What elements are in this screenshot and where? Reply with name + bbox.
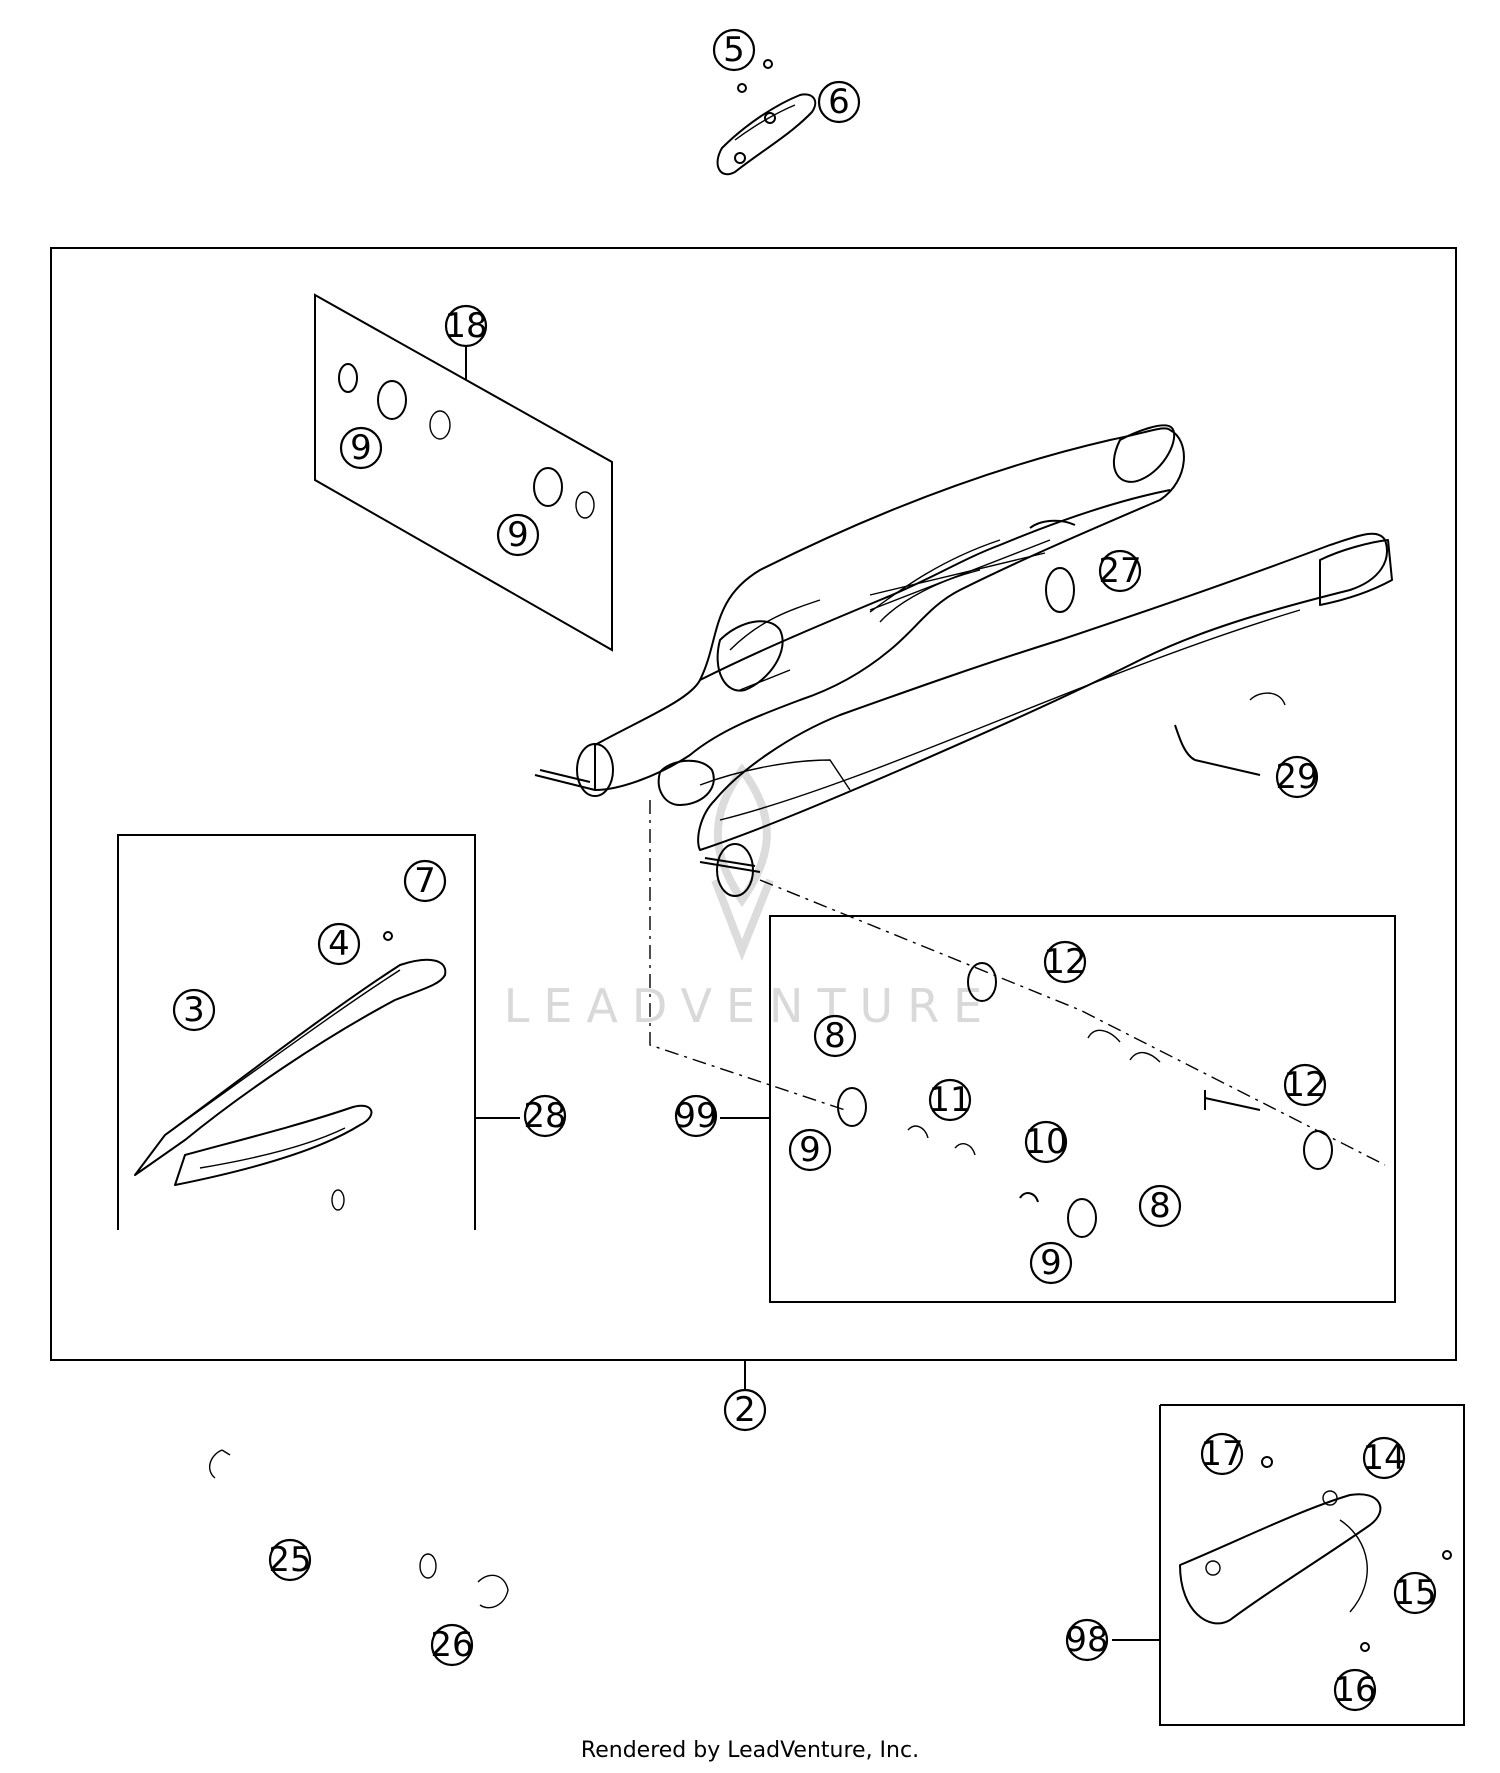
svg-text:8: 8 [824,1016,846,1056]
watermark-text: LEADVENTURE [504,979,997,1033]
callout-6: 6 [817,80,861,124]
callout-5: 5 [712,28,756,72]
callout-12-b: 12 [1283,1063,1327,1107]
callout-14: 14 [1362,1436,1406,1480]
svg-text:9: 9 [507,515,529,555]
svg-text:15: 15 [1393,1573,1436,1613]
svg-text:10: 10 [1024,1122,1067,1162]
kit-98-box [1159,1404,1465,1726]
callout-17: 17 [1200,1432,1244,1476]
svg-text:9: 9 [799,1130,821,1170]
svg-text:11: 11 [928,1080,971,1120]
bearing-kit-parts [338,363,595,519]
callout-16: 16 [1333,1668,1377,1712]
svg-text:99: 99 [674,1096,717,1136]
svg-text:18: 18 [444,306,487,346]
callout-27: 27 [1098,549,1142,593]
svg-text:7: 7 [414,861,436,901]
svg-text:98: 98 [1065,1620,1108,1660]
footer-credit: Rendered by LeadVenture, Inc. [580,1738,920,1763]
svg-text:27: 27 [1098,551,1141,591]
svg-text:26: 26 [430,1625,473,1665]
svg-text:6: 6 [828,82,850,122]
kit-98-parts [1179,1456,1452,1652]
callout-18: 18 [444,304,488,348]
callout-25: 25 [268,1538,312,1582]
svg-text:2: 2 [734,1390,756,1430]
callout-9-a: 9 [339,426,383,470]
svg-text:9: 9 [1040,1243,1062,1283]
watermark-logo [711,763,774,961]
svg-text:3: 3 [183,990,205,1030]
callout-10: 10 [1024,1120,1068,1164]
callout-9-d: 9 [1029,1241,1073,1285]
callout-26: 26 [430,1623,474,1667]
chain-guide-box [117,834,476,1230]
callout-3: 3 [172,988,216,1032]
svg-text:28: 28 [523,1096,566,1136]
svg-text:9: 9 [350,428,372,468]
chain-guide-part [716,59,817,176]
loose-parts [208,1449,509,1609]
callout-98: 98 [1065,1618,1109,1662]
axle-line-1 [649,800,846,1111]
svg-text:12: 12 [1283,1065,1326,1105]
svg-text:5: 5 [723,30,745,70]
axle-line-2 [759,879,1386,1166]
callout-99: 99 [674,1094,718,1138]
callout-29: 29 [1275,755,1319,799]
svg-text:14: 14 [1362,1438,1405,1478]
svg-text:4: 4 [328,924,350,964]
svg-text:29: 29 [1275,757,1318,797]
callout-8-b: 8 [1138,1184,1182,1228]
callout-12-a: 12 [1043,940,1087,984]
swingarm-body [534,424,1393,897]
callout-2: 2 [723,1388,767,1432]
svg-text:17: 17 [1200,1434,1243,1474]
pivot-kit-box [769,915,1396,1303]
callout-11: 11 [928,1078,972,1122]
svg-text:25: 25 [268,1540,311,1580]
callout-4: 4 [317,922,361,966]
callout-9-b: 9 [496,513,540,557]
callout-9-c: 9 [788,1128,832,1172]
callout-7: 7 [403,859,447,903]
callout-15: 15 [1393,1571,1437,1615]
chain-guide-parts [134,931,447,1211]
swingarm-assembly-box [50,247,1457,1361]
bearing-kit-box [314,293,613,652]
svg-text:8: 8 [1149,1186,1171,1226]
callout-8-a: 8 [813,1014,857,1058]
svg-text:16: 16 [1333,1670,1376,1710]
pivot-kit-parts [837,962,1333,1238]
svg-text:12: 12 [1043,942,1086,982]
callout-28: 28 [523,1094,567,1138]
